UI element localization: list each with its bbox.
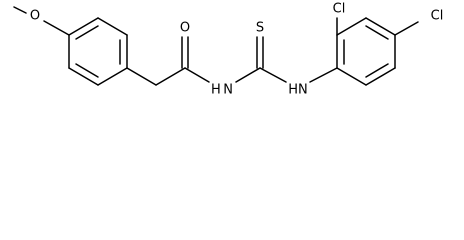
- ring2-bond: [336, 67, 367, 86]
- carbonyl-oxygen-label: O: [180, 21, 190, 36]
- thione-sulfur-label: S: [256, 21, 264, 36]
- ring1-bond: [68, 67, 99, 86]
- ring1-bond: [97, 17, 128, 36]
- bond-ring-cl-right: [394, 21, 419, 36]
- methoxy-oxygen-label: O: [30, 9, 40, 24]
- ring2-double-bond: [365, 63, 389, 78]
- bond-methyl-o: [13, 6, 27, 14]
- ring2-bond: [365, 67, 396, 86]
- bond-carbonyl-nh: [184, 67, 210, 83]
- chlorine-right-label: Cl: [431, 9, 444, 24]
- methoxyphenyl-ring: [68, 17, 128, 86]
- ring2-bond: [336, 17, 367, 36]
- ring2-bond: [365, 17, 396, 36]
- chlorine-top-label: Cl: [333, 2, 346, 17]
- ring1-bond: [97, 67, 128, 86]
- ring2-double-bond: [365, 25, 389, 40]
- bond-ch2-carbonyl: [155, 67, 186, 86]
- amide-nh-label: H N: [211, 83, 233, 98]
- ring1-bond: [68, 17, 99, 36]
- chemical-structure-diagram: O O H N S HN C: [13, 2, 444, 98]
- dichlorophenyl-ring: [336, 17, 396, 86]
- ring1-double-bond: [75, 25, 99, 40]
- bond-o-aryl: [43, 20, 70, 36]
- bond-aryl-ch2: [126, 67, 157, 86]
- thioamide-nh-label: HN: [288, 83, 308, 98]
- ring1-double-bond: [75, 63, 99, 78]
- bond-nh-thiocarbonyl: [235, 67, 261, 83]
- bond-nh-aryl: [309, 67, 338, 83]
- bond-thiocarbonyl-nh: [259, 67, 287, 83]
